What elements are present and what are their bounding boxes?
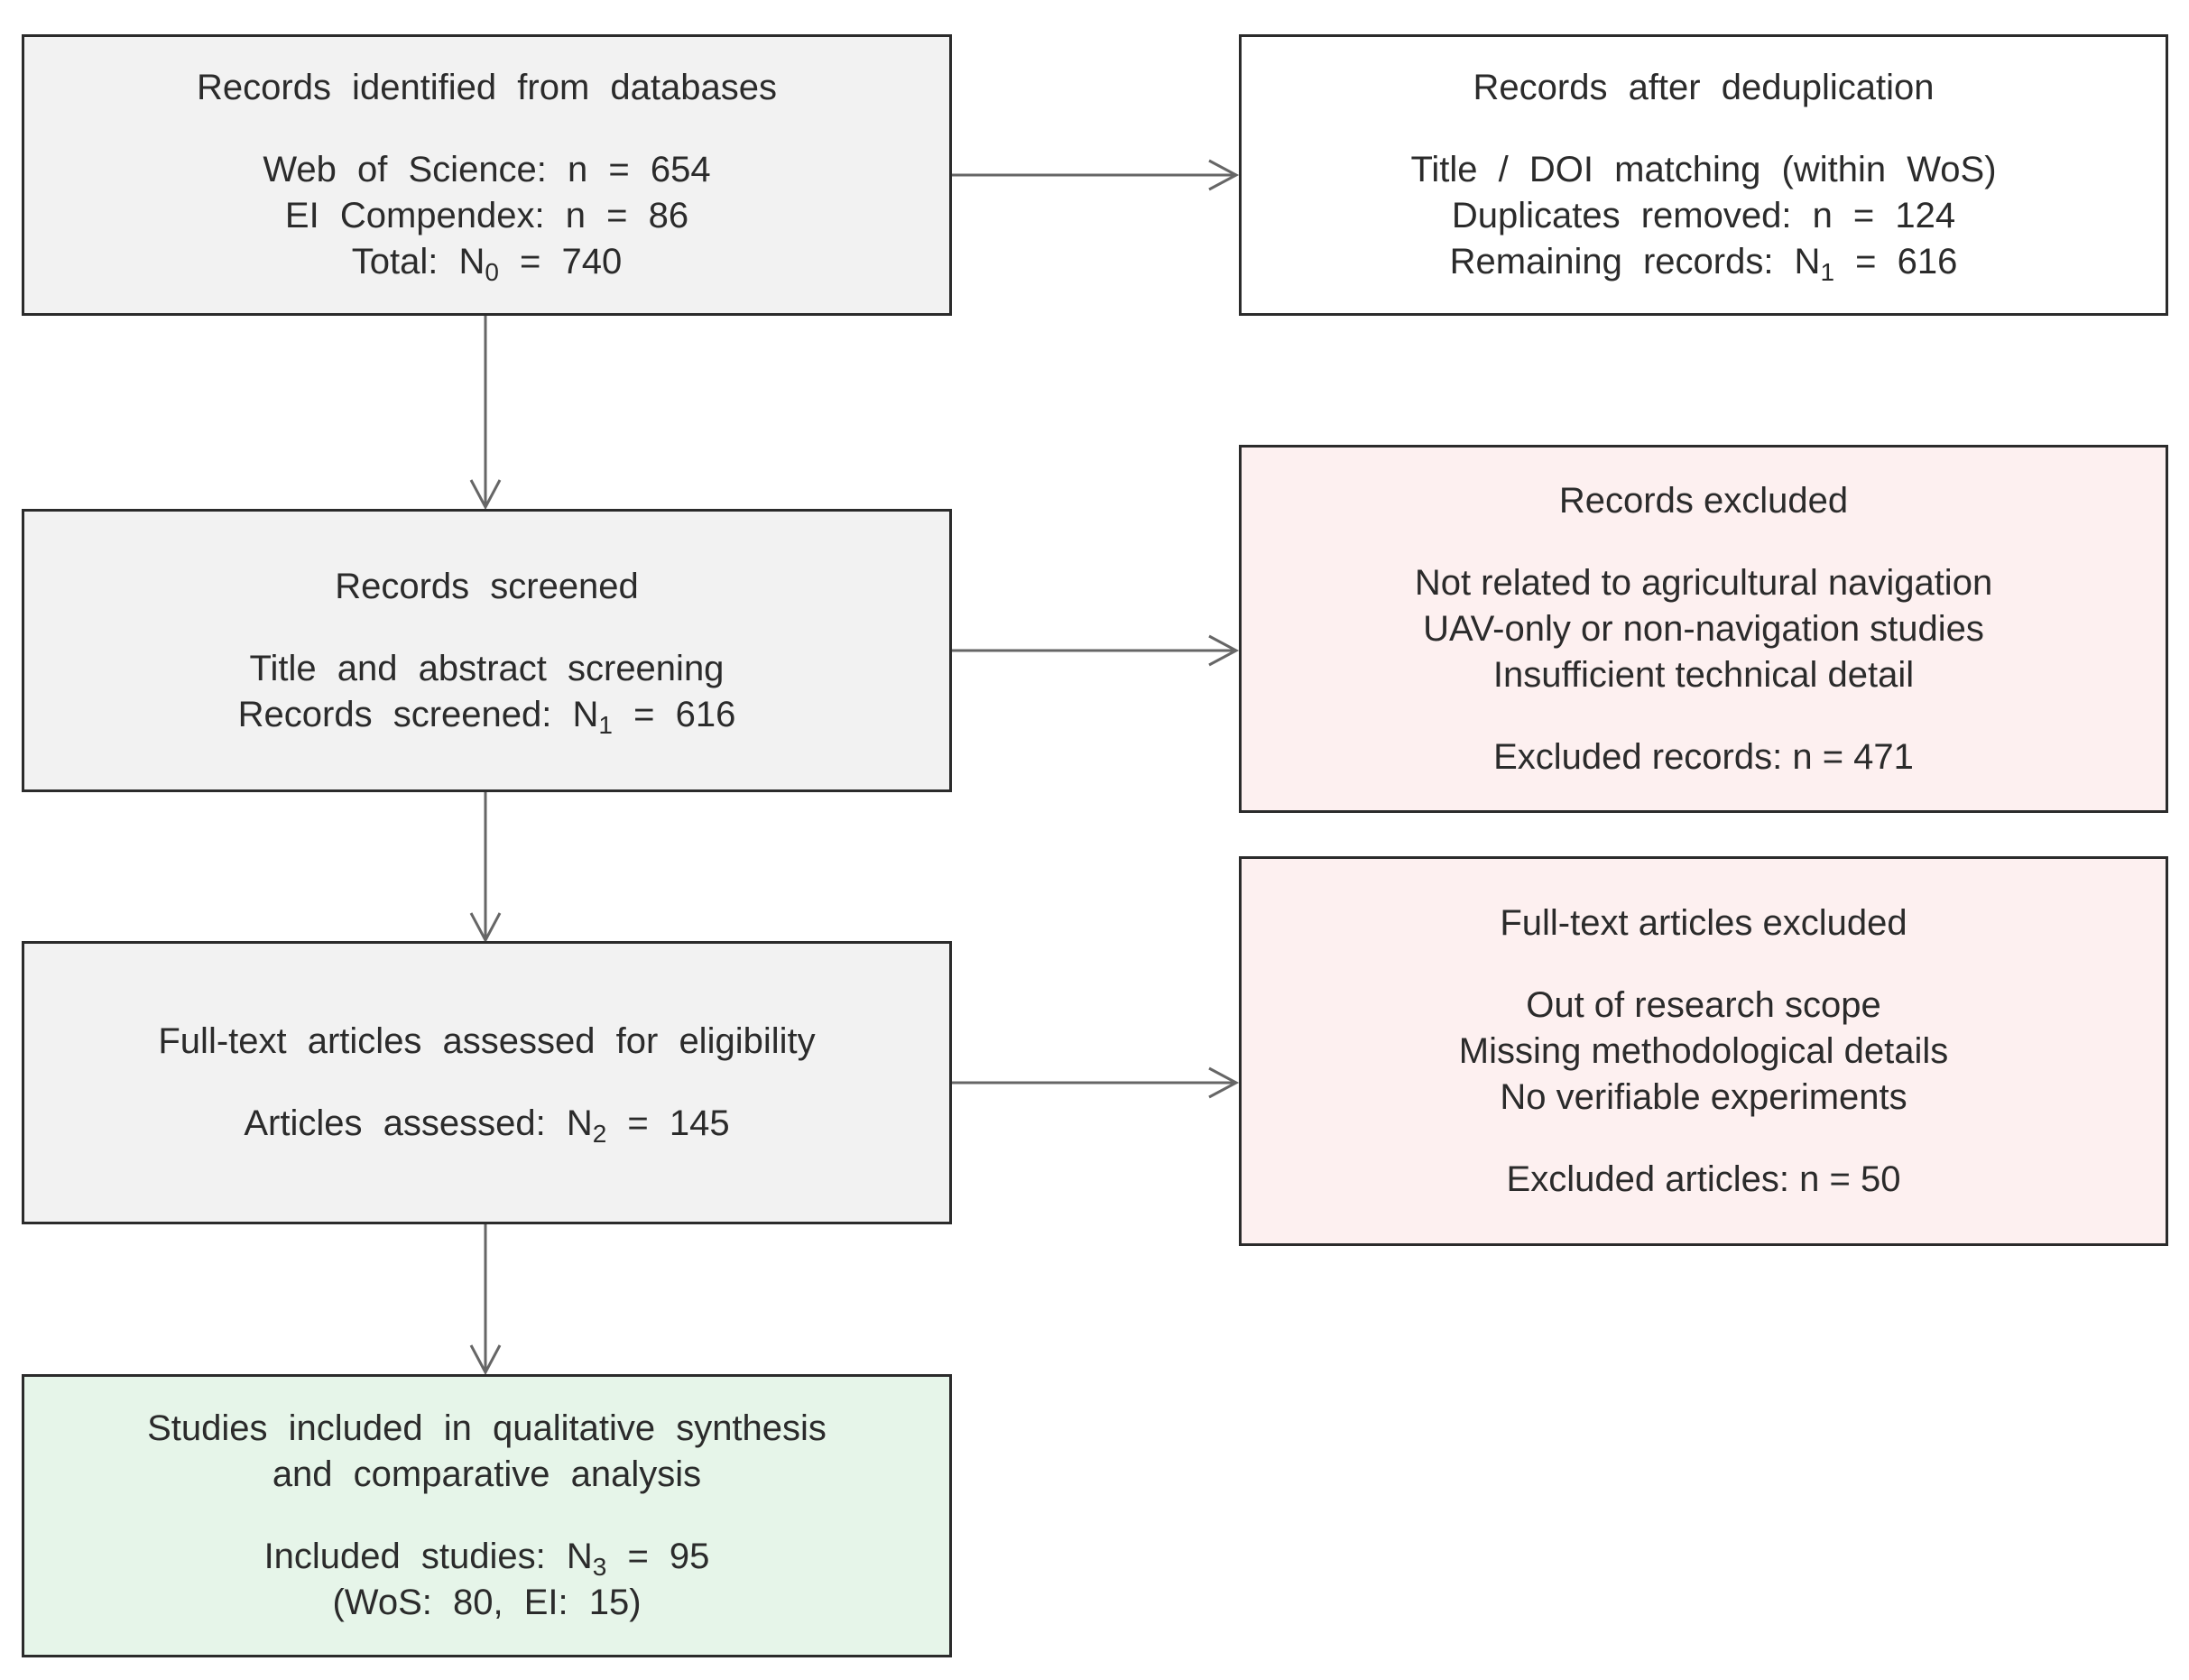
- excluded-reason-3: Insufficient technical detail: [1492, 654, 1915, 695]
- excluded-count: Excluded records: n = 471: [1493, 736, 1914, 777]
- dedup-method: Title / DOI matching (within WoS): [1410, 150, 1997, 189]
- dedup-title: Records after deduplication: [1473, 68, 1935, 107]
- fulltext-excluded-box: Full-text articles excluded Out of resea…: [1239, 856, 2168, 1246]
- excluded-title: Records excluded: [1558, 480, 1849, 521]
- fulltext-excluded-count: Excluded articles: n = 50: [1506, 1158, 1901, 1199]
- screened-count-value: = 616: [612, 694, 736, 734]
- dedup-removed: Duplicates removed: n = 124: [1451, 196, 1956, 235]
- identified-wos-count: Web of Science: n = 654: [263, 150, 711, 189]
- assessed-box: Full-text articles assessed for eligibil…: [22, 941, 952, 1224]
- dedup-remaining-subscript: 1: [1820, 258, 1835, 286]
- identified-total-subscript: 0: [485, 258, 499, 286]
- assessed-count-subscript: 2: [592, 1120, 607, 1148]
- included-breakdown: (WoS: 80, EI: 15): [332, 1583, 642, 1622]
- arrowhead-dedup: [1208, 159, 1240, 191]
- screened-title: Records screened: [335, 566, 639, 606]
- fulltext-excluded-title: Full-text articles excluded: [1500, 902, 1907, 943]
- dedup-remaining-value: = 616: [1834, 242, 1958, 282]
- included-count: Included studies: N3 = 95: [264, 1534, 710, 1580]
- fulltext-excluded-reason-1: Out of research scope: [1526, 984, 1881, 1025]
- included-title-line-2: and comparative analysis: [272, 1454, 702, 1494]
- dedup-remaining: Remaining records: N1 = 616: [1450, 239, 1958, 285]
- identified-total-prefix: Total: N: [351, 242, 485, 282]
- screened-count: Records screened: N1 = 616: [238, 692, 736, 738]
- dedup-remaining-prefix: Remaining records: N: [1449, 242, 1821, 282]
- included-box: Studies included in qualitative synthesi…: [22, 1374, 952, 1657]
- identified-box: Records identified from databases Web of…: [22, 34, 952, 316]
- screened-count-subscript: 1: [598, 710, 613, 739]
- identified-total: Total: N0 = 740: [352, 239, 623, 285]
- included-count-value: = 95: [606, 1537, 710, 1576]
- screened-method: Title and abstract screening: [249, 648, 725, 688]
- included-title-line-1: Studies included in qualitative synthesi…: [147, 1408, 827, 1448]
- assessed-count-value: = 145: [606, 1103, 730, 1143]
- arrowhead-fulltext-excluded: [1208, 1066, 1240, 1099]
- excluded-reason-2: UAV-only or non-navigation studies: [1423, 608, 1984, 649]
- excluded-reason-1: Not related to agricultural navigation: [1414, 562, 1993, 603]
- assessed-count-prefix: Articles assessed: N: [244, 1103, 593, 1143]
- fulltext-excluded-reason-2: Missing methodological details: [1458, 1030, 1949, 1071]
- assessed-title: Full-text articles assessed for eligibil…: [158, 1021, 816, 1061]
- fulltext-excluded-reason-3: No verifiable experiments: [1500, 1076, 1907, 1117]
- included-count-subscript: 3: [592, 1553, 607, 1581]
- excluded-box: Records excluded Not related to agricult…: [1239, 445, 2168, 813]
- identified-total-value: = 740: [498, 242, 623, 282]
- arrowhead-screened: [469, 479, 502, 511]
- arrowhead-assessed: [469, 912, 502, 944]
- dedup-box: Records after deduplication Title / DOI …: [1239, 34, 2168, 316]
- identified-title: Records identified from databases: [197, 68, 777, 107]
- screened-box: Records screened Title and abstract scre…: [22, 509, 952, 792]
- included-count-prefix: Included studies: N: [263, 1537, 593, 1576]
- arrowhead-excluded: [1208, 634, 1240, 667]
- assessed-count: Articles assessed: N2 = 145: [244, 1101, 729, 1147]
- arrowhead-included: [469, 1344, 502, 1376]
- screened-count-prefix: Records screened: N: [237, 694, 599, 734]
- identified-ei-count: EI Compendex: n = 86: [284, 196, 689, 235]
